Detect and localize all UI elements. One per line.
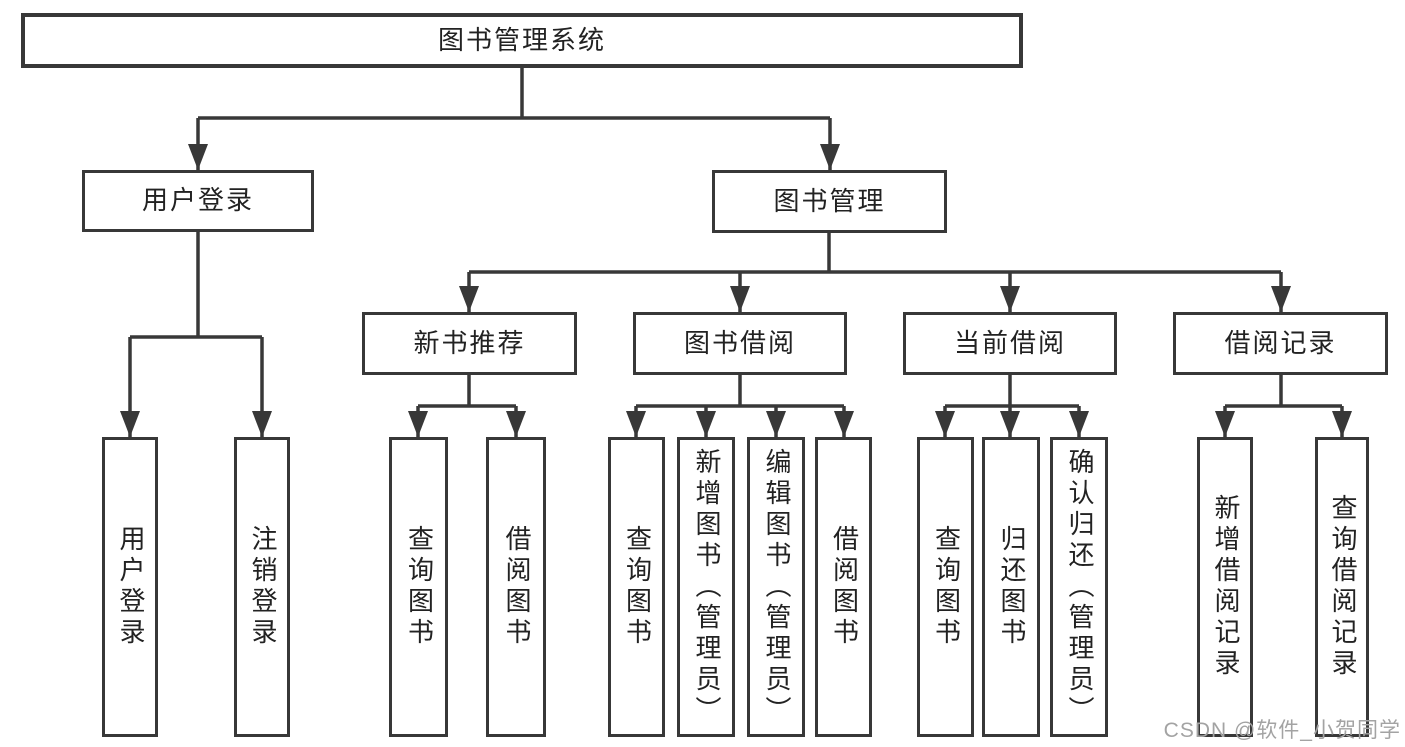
node-label-leaf-rec-query-book: 查询图书 [404, 525, 435, 649]
arrowhead-icon [834, 411, 854, 437]
node-label-root: 图书管理系统 [437, 24, 606, 55]
node-leaf-rec-borrow-book: 借阅图书 [486, 437, 546, 737]
node-label-leaf-br-query-record: 查询借阅记录 [1327, 494, 1358, 680]
node-label-borrow-records: 借阅记录 [1224, 327, 1337, 358]
node-new-book-rec: 新书推荐 [362, 312, 577, 375]
arrowhead-icon [120, 411, 140, 437]
node-leaf-bb-borrow-book: 借阅图书 [815, 437, 872, 737]
node-leaf-cb-query-book: 查询图书 [917, 437, 974, 737]
node-label-leaf-logout: 注销登录 [247, 525, 278, 649]
node-label-leaf-cb-query-book: 查询图书 [931, 525, 962, 649]
node-user-login: 用户登录 [82, 170, 314, 232]
arrowhead-icon [1000, 286, 1020, 312]
node-book-mgmt: 图书管理 [712, 170, 947, 233]
arrowhead-icon [1069, 411, 1089, 437]
node-label-leaf-user-login: 用户登录 [115, 525, 146, 649]
node-leaf-bb-edit-book: 编辑图书（管理员） [747, 437, 805, 737]
node-book-borrow: 图书借阅 [633, 312, 847, 375]
node-leaf-rec-query-book: 查询图书 [389, 437, 448, 737]
arrowhead-icon [766, 411, 786, 437]
node-label-leaf-cb-return-book: 归还图书 [996, 525, 1027, 649]
arrowhead-icon [1000, 411, 1020, 437]
node-root: 图书管理系统 [21, 13, 1023, 68]
node-leaf-br-query-record: 查询借阅记录 [1315, 437, 1369, 737]
node-leaf-cb-confirm-return: 确认归还（管理员） [1050, 437, 1108, 737]
node-label-leaf-rec-borrow-book: 借阅图书 [501, 525, 532, 649]
arrowhead-icon [820, 144, 840, 170]
arrowhead-icon [1215, 411, 1235, 437]
node-current-borrow: 当前借阅 [903, 312, 1117, 375]
node-leaf-cb-return-book: 归还图书 [982, 437, 1040, 737]
arrowhead-icon [252, 411, 272, 437]
node-leaf-user-login: 用户登录 [102, 437, 158, 737]
arrowhead-icon [188, 144, 208, 170]
node-label-user-login: 用户登录 [141, 185, 254, 216]
arrowhead-icon [1271, 286, 1291, 312]
arrowhead-icon [506, 411, 526, 437]
arrowhead-icon [626, 411, 646, 437]
node-leaf-bb-add-book: 新增图书（管理员） [677, 437, 735, 737]
node-leaf-br-add-record: 新增借阅记录 [1197, 437, 1253, 737]
node-label-book-borrow: 图书借阅 [683, 327, 796, 358]
node-label-current-borrow: 当前借阅 [953, 327, 1066, 358]
node-label-leaf-bb-edit-book: 编辑图书（管理员） [761, 447, 792, 727]
node-label-leaf-bb-add-book: 新增图书（管理员） [691, 447, 722, 727]
arrowhead-icon [935, 411, 955, 437]
node-label-leaf-br-add-record: 新增借阅记录 [1210, 494, 1241, 680]
arrowhead-icon [1332, 411, 1352, 437]
node-leaf-logout: 注销登录 [234, 437, 290, 737]
arrowhead-icon [730, 286, 750, 312]
arrowhead-icon [408, 411, 428, 437]
arrowhead-icon [696, 411, 716, 437]
watermark: CSDN @软件_小贺同学 [1163, 719, 1401, 742]
node-label-leaf-bb-borrow-book: 借阅图书 [829, 525, 860, 649]
node-label-leaf-bb-query-book: 查询图书 [622, 525, 653, 649]
node-leaf-bb-query-book: 查询图书 [608, 437, 665, 737]
arrowhead-icon [459, 286, 479, 312]
node-label-leaf-cb-confirm-return: 确认归还（管理员） [1064, 447, 1095, 727]
node-label-new-book-rec: 新书推荐 [413, 327, 526, 358]
node-label-book-mgmt: 图书管理 [773, 185, 886, 216]
node-borrow-records: 借阅记录 [1173, 312, 1388, 375]
